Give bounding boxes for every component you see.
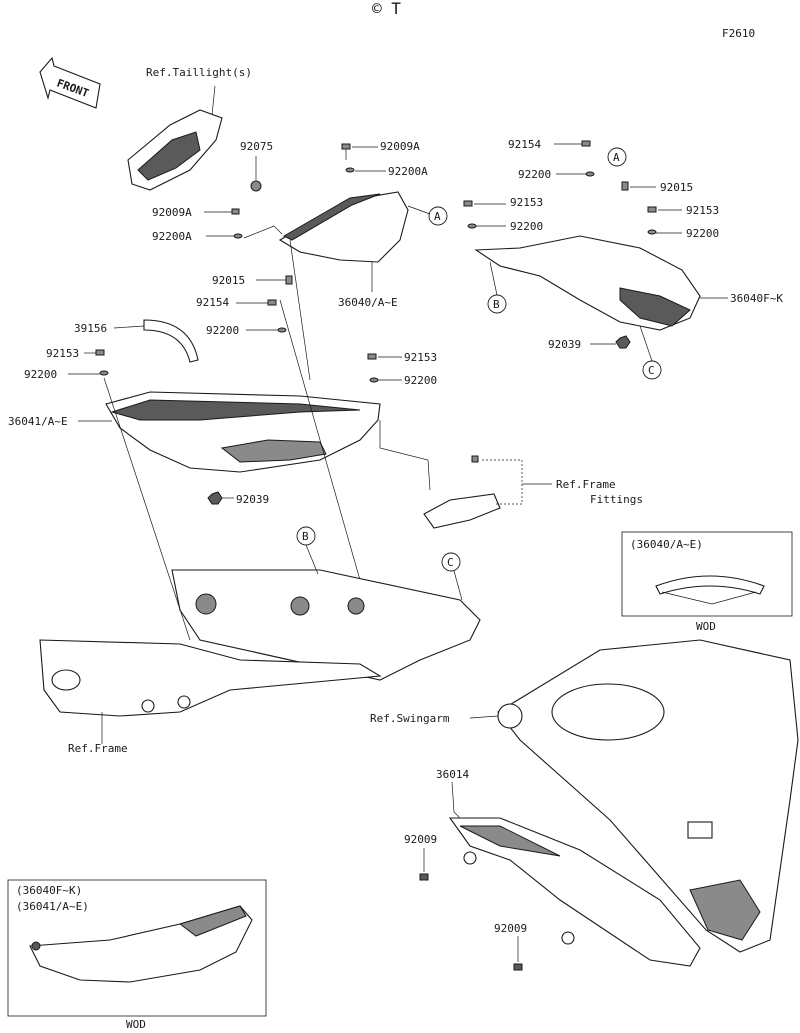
bolt-92009-2 xyxy=(513,963,523,971)
label-92154-left: 92154 xyxy=(196,296,229,309)
callout-A-1-label: A xyxy=(434,210,441,223)
bolt-92153-mid xyxy=(367,353,377,360)
label-92009-1: 92009 xyxy=(404,833,437,846)
callout-A-2 xyxy=(607,147,627,167)
grommet-92075 xyxy=(250,180,262,192)
ref-frame-label: Ref.Frame xyxy=(68,742,128,755)
label-92153-right: 92153 xyxy=(510,196,543,209)
nut-92039-left xyxy=(207,491,223,505)
label-92200-left: 92200 xyxy=(206,324,239,337)
bolt-92154-right xyxy=(581,140,591,147)
ref-taillight-label: Ref.Taillight(s) xyxy=(146,66,252,79)
label-92015-right: 92015 xyxy=(660,181,693,194)
nut-92039-right xyxy=(615,335,631,349)
frame-fitting-bracket xyxy=(423,455,501,529)
inset-right-caption: WOD xyxy=(696,620,716,633)
label-92009A-left: 92009A xyxy=(152,206,192,219)
copyright-mark: © T xyxy=(372,0,401,18)
label-92015-left: 92015 xyxy=(212,274,245,287)
label-92153-left: 92153 xyxy=(46,347,79,360)
figure-code: F2610 xyxy=(722,27,755,40)
label-92200-left2: 92200 xyxy=(24,368,57,381)
callout-A-1 xyxy=(428,206,448,226)
side-cover-36041 xyxy=(105,391,381,473)
front-arrow-icon: FRONT xyxy=(39,56,101,109)
label-92153-mid: 92153 xyxy=(404,351,437,364)
inset-36040AE: (36040/A~E) WOD xyxy=(621,531,793,633)
label-36041-AE: 36041/A~E xyxy=(8,415,68,428)
chain-guard-36014 xyxy=(448,817,701,967)
bolt-92154-left xyxy=(267,299,277,306)
side-cover-36040FK xyxy=(474,235,701,331)
label-92200-right2: 92200 xyxy=(510,220,543,233)
rear-frame xyxy=(39,569,481,717)
screw-92009A-left xyxy=(231,208,240,215)
callout-C-2-label: C xyxy=(447,556,454,569)
seal-39156 xyxy=(143,319,199,363)
damper-92015-left xyxy=(285,275,293,285)
label-92009-2: 92009 xyxy=(494,922,527,935)
label-92200A-left: 92200A xyxy=(152,230,192,243)
taillight-part xyxy=(127,109,223,191)
callout-B-2-label: B xyxy=(302,530,309,543)
label-92009A-top: 92009A xyxy=(380,140,420,153)
label-39156: 39156 xyxy=(74,322,107,335)
callout-C-2 xyxy=(441,552,461,572)
washer-92200-right3 xyxy=(647,229,657,235)
bolt-92153-right xyxy=(463,200,473,207)
washer-92200-mid xyxy=(369,377,379,383)
inset-left-title-1: (36040F~K) xyxy=(16,884,82,897)
washer-92200A-left xyxy=(233,233,243,239)
ref-swingarm-label: Ref.Swingarm xyxy=(370,712,450,725)
swingarm-part xyxy=(497,639,799,953)
label-92075: 92075 xyxy=(240,140,273,153)
label-92200-mid: 92200 xyxy=(404,374,437,387)
label-92154-right: 92154 xyxy=(508,138,541,151)
label-92200-right3: 92200 xyxy=(686,227,719,240)
ref-frame-fittings-label-1: Ref.Frame xyxy=(556,478,616,491)
screw-92009A-top xyxy=(341,143,351,160)
label-92153-right2: 92153 xyxy=(686,204,719,217)
washer-92200A-top xyxy=(345,167,355,173)
tail-cover-36040 xyxy=(278,191,409,263)
callout-B-1-label: B xyxy=(493,298,500,311)
washer-92200-left2 xyxy=(99,370,109,376)
callout-C-1-label: C xyxy=(648,364,655,377)
washer-92200-right1 xyxy=(585,171,595,177)
inset-left-caption: WOD xyxy=(126,1018,146,1031)
callout-A-2-label: A xyxy=(613,151,620,164)
label-92200A-top: 92200A xyxy=(388,165,428,178)
label-36040-AE: 36040/A~E xyxy=(338,296,398,309)
label-36040FK: 36040F~K xyxy=(730,292,783,305)
inset-left-title-2: (36041/A~E) xyxy=(16,900,89,913)
label-92039-right: 92039 xyxy=(548,338,581,351)
washer-92200-right2 xyxy=(467,223,477,229)
washer-92200-left xyxy=(277,327,287,333)
inset-36040FK-36041AE: (36040F~K) (36041/A~E) WOD xyxy=(7,879,267,1031)
inset-right-title: (36040/A~E) xyxy=(630,538,703,551)
bolt-92153-right2 xyxy=(647,206,657,213)
damper-92015-right xyxy=(621,181,629,191)
bolt-92153-left xyxy=(95,349,105,356)
label-92039-left: 92039 xyxy=(236,493,269,506)
label-36014: 36014 xyxy=(436,768,469,781)
label-92200-right1: 92200 xyxy=(518,168,551,181)
bolt-92009-1 xyxy=(419,873,429,881)
ref-frame-fittings-label-2: Fittings xyxy=(590,493,643,506)
